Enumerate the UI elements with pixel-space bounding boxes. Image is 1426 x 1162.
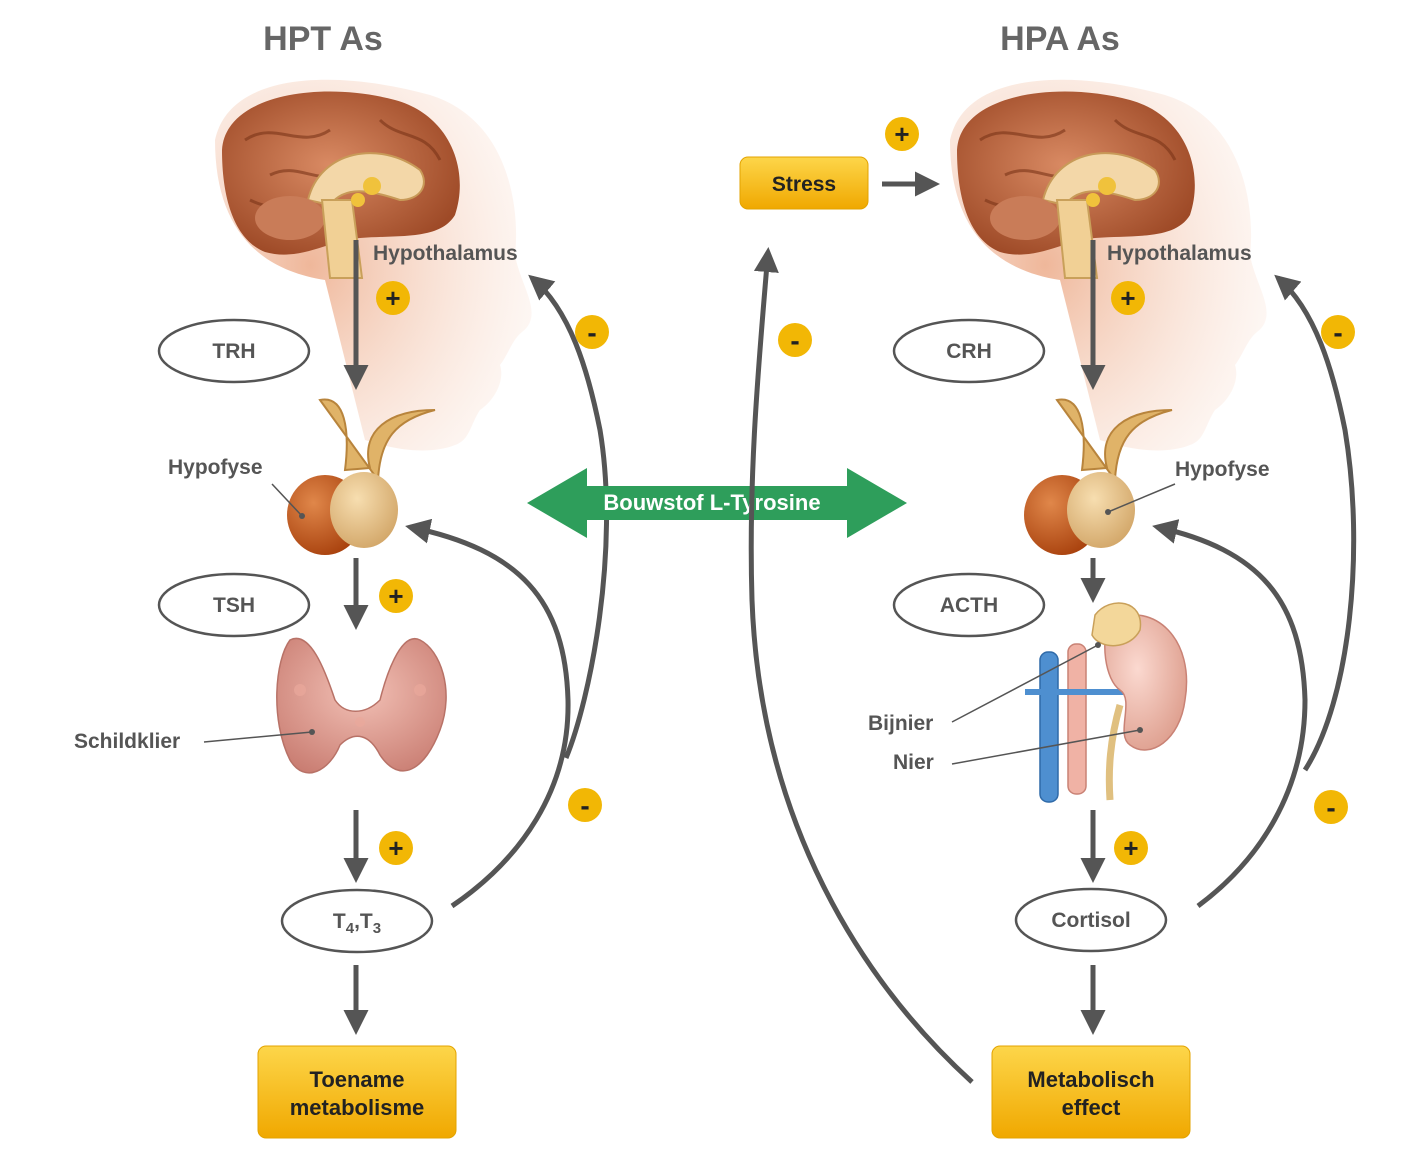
hpa-hypofyse-label: Hypofyse [1175, 458, 1270, 481]
svg-text:CRH: CRH [946, 340, 992, 363]
hpa-head-illustration [950, 79, 1267, 451]
hpa-title: HPA As [1000, 20, 1120, 58]
svg-text:Metabolisch: Metabolisch [1027, 1067, 1154, 1092]
hpt-result-box: Toename metabolisme [257, 1045, 457, 1139]
hpa-hypofyse-pointer [1107, 483, 1176, 513]
svg-text:Cortisol: Cortisol [1051, 909, 1130, 932]
hpt-feedback-to-hypothalamus [528, 274, 610, 759]
hpt-hypofyse-label: Hypofyse [168, 456, 263, 479]
center-label: Bouwstof L-Tyrosine [603, 490, 820, 515]
svg-text:-: - [587, 317, 596, 348]
svg-text:+: + [894, 119, 909, 149]
hpa-cortisol-ellipse: Cortisol [1014, 887, 1168, 953]
nier-pointer [951, 729, 1141, 765]
hpt-plus-badge-2: + [379, 579, 413, 613]
hpt-plus-badge-1: + [376, 281, 410, 315]
svg-text:metabolisme: metabolisme [290, 1095, 425, 1120]
hpt-schildklier-label: Schildklier [74, 730, 180, 753]
stress-plus-badge: + [885, 117, 919, 151]
bijnier-label: Bijnier [868, 712, 933, 735]
hpa-feedback-to-hypothalamus [1274, 274, 1357, 772]
t-sep: ,T [354, 910, 373, 933]
hpa-pituitary-illustration [1024, 398, 1173, 555]
hpt-pituitary-illustration [287, 398, 436, 555]
svg-text:+: + [1120, 283, 1135, 313]
stress-box: Stress [739, 156, 869, 210]
hpt-hypothalamus-label: Hypothalamus [373, 242, 518, 265]
hpt-schildklier-pointer [203, 731, 313, 743]
hpa-feedback-to-stress [748, 247, 974, 1084]
hpa-plus-badge-3: + [1114, 831, 1148, 865]
svg-text:-: - [1326, 792, 1335, 823]
thyroid-illustration [276, 637, 447, 774]
hpt-head-illustration [215, 79, 532, 451]
svg-text:+: + [1123, 833, 1138, 863]
svg-text:TSH: TSH [213, 594, 255, 617]
stress-minus-badge: - [778, 323, 812, 357]
hpt-title: HPT As [263, 20, 383, 58]
svg-text:-: - [1333, 317, 1342, 348]
svg-text:-: - [580, 790, 589, 821]
hpa-crh-ellipse: CRH [892, 318, 1046, 384]
hpt-tsh-ellipse: TSH [157, 572, 311, 638]
hpt-minus-badge-upper: - [575, 315, 609, 349]
hpa-result-box: Metabolisch effect [991, 1045, 1191, 1139]
svg-text:+: + [388, 581, 403, 611]
svg-text:+: + [388, 833, 403, 863]
adrenal-kidney-illustration [1025, 602, 1188, 803]
hpt-plus-badge-3: + [379, 831, 413, 865]
hpt-feedback-to-hypofyse [405, 518, 571, 909]
t-main: T [333, 910, 346, 933]
hpt-hypofyse-pointer [271, 483, 303, 517]
svg-text:Toename: Toename [310, 1067, 405, 1092]
hpa-minus-badge-upper: - [1321, 315, 1355, 349]
svg-text:T4,T3: T4,T3 [333, 910, 381, 937]
hpa-feedback-to-hypofyse [1152, 519, 1308, 909]
hpt-trh-ellipse: TRH [157, 318, 311, 384]
t-sub-3: 3 [373, 920, 381, 937]
hpa-acth-ellipse: ACTH [892, 572, 1046, 638]
hpa-minus-badge-lower: - [1314, 790, 1348, 824]
t-sub-4: 4 [346, 920, 355, 937]
svg-text:Stress: Stress [772, 173, 836, 196]
svg-text:-: - [790, 325, 799, 356]
nier-label: Nier [893, 751, 934, 774]
hpa-plus-badge-1: + [1111, 281, 1145, 315]
hpt-minus-badge-lower: - [568, 788, 602, 822]
hpt-t4t3-ellipse: T4,T3 [280, 888, 434, 954]
svg-text:ACTH: ACTH [940, 594, 998, 617]
svg-text:+: + [385, 283, 400, 313]
bijnier-pointer [951, 644, 1099, 723]
hpa-hypothalamus-label: Hypothalamus [1107, 242, 1252, 265]
svg-text:effect: effect [1062, 1095, 1121, 1120]
center-double-arrow: Bouwstof L-Tyrosine [527, 468, 907, 538]
svg-text:TRH: TRH [212, 340, 255, 363]
